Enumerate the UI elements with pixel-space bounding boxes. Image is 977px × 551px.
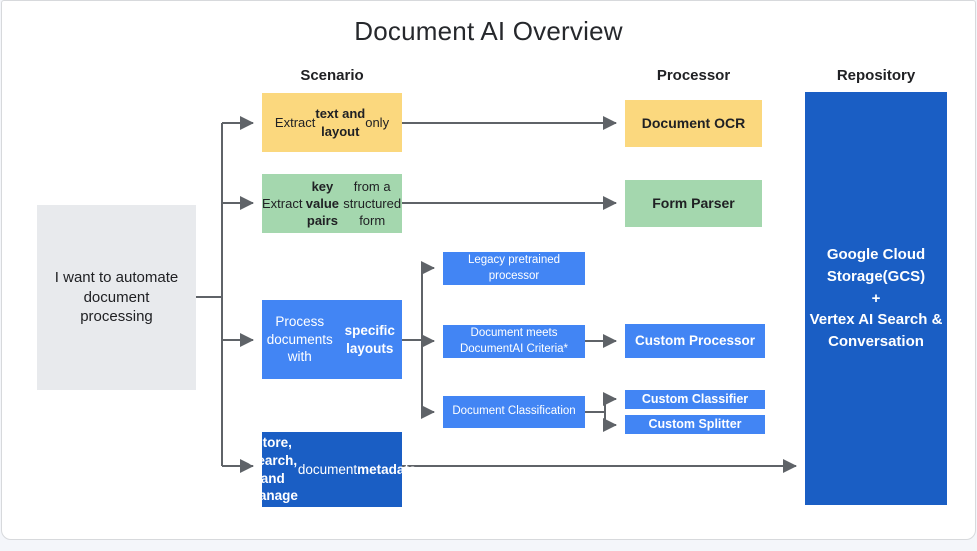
column-header-scenario: Scenario	[300, 67, 364, 84]
option-documentai-criteria: Document meets DocumentAI Criteria*	[443, 325, 585, 358]
processor-form-parser: Form Parser	[625, 180, 762, 227]
scenario-specific-layouts: Process documents with specific layouts	[262, 300, 402, 379]
option-document-classification: Document Classification	[443, 396, 585, 428]
start-box: I want to automate document processing	[37, 205, 196, 390]
scenario-extract-key-value: Extract key value pairs from a structure…	[262, 174, 402, 233]
scenario-store-search-manage: Store, Search, and Manage document metad…	[248, 432, 416, 507]
page-title: Document AI Overview	[354, 16, 623, 46]
column-header-repository: Repository	[836, 67, 916, 84]
processor-custom-processor: Custom Processor	[625, 324, 765, 358]
repository-gcs-vertex: Google Cloud Storage(GCS) + Vertex AI Se…	[805, 92, 947, 505]
scenario-extract-text-layout: Extract text and layout only	[262, 93, 402, 152]
column-header-processor: Processor	[656, 67, 731, 84]
processor-custom-splitter: Custom Splitter	[625, 415, 765, 434]
processor-custom-classifier: Custom Classifier	[625, 390, 765, 409]
option-legacy-pretrained-processor: Legacy pretrained processor	[443, 252, 585, 285]
processor-document-ocr: Document OCR	[625, 100, 762, 147]
